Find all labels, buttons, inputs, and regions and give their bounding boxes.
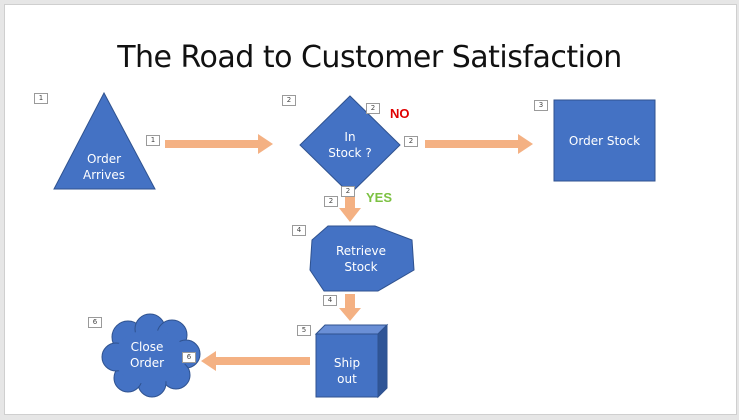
- close-order-line1: Close: [130, 340, 164, 354]
- badge-in-stock-right: 2: [404, 136, 418, 147]
- badge-in-stock-left: 2: [282, 95, 296, 106]
- ship-out-line1: Ship: [333, 356, 361, 370]
- order-arrives-line2: Arrives: [83, 168, 125, 182]
- badge-close-order: 6: [88, 317, 102, 328]
- order-stock-line1: Order Stock: [568, 134, 641, 148]
- badge-ship-out: 5: [297, 325, 311, 336]
- close-order-line2: Order: [129, 356, 165, 370]
- in-stock-line2: Stock ?: [328, 146, 372, 160]
- arrow-instock-to-orderstock: [425, 134, 533, 154]
- retrieve-stock-label: Retrieve Stock: [315, 243, 407, 275]
- close-order-label: Close Order: [112, 339, 182, 371]
- badge-arrow-ship-to-close: 6: [182, 352, 196, 363]
- badge-in-stock-top: 2: [366, 103, 380, 114]
- badge-arrow-order-to-stock: 1: [146, 135, 160, 146]
- badge-arrow-retrieve-to-ship: 4: [323, 295, 337, 306]
- arrow-shipout-to-close: [201, 351, 310, 371]
- slide-title: The Road to Customer Satisfaction: [117, 40, 622, 75]
- retrieve-stock-line2: Stock: [344, 260, 378, 274]
- badge-arrow-stock-to-retrieve: 2: [324, 196, 338, 207]
- arrow-instock-to-retrieve: [339, 196, 361, 222]
- ship-out-cube: [314, 323, 389, 399]
- badge-in-stock-bottom: 2: [341, 186, 355, 197]
- retrieve-stock-octagon: [309, 225, 415, 292]
- order-stock-label: Order Stock: [554, 133, 655, 149]
- in-stock-label: In Stock ?: [315, 129, 385, 161]
- badge-retrieve-stock: 4: [292, 225, 306, 236]
- arrow-retrieve-to-shipout: [339, 294, 361, 321]
- close-order-cloud: [101, 313, 201, 398]
- yes-label: YES: [366, 190, 393, 205]
- order-arrives-label: Order Arrives: [64, 151, 144, 183]
- no-label: NO: [390, 106, 410, 121]
- order-arrives-line1: Order: [86, 152, 122, 166]
- badge-order-stock: 3: [534, 100, 548, 111]
- ship-out-line2: out: [337, 372, 357, 386]
- order-arrives-triangle: [53, 91, 156, 190]
- order-stock-rectangle: [553, 99, 656, 182]
- in-stock-line1: In: [344, 130, 356, 144]
- arrow-order-to-instock: [165, 134, 273, 154]
- retrieve-stock-line1: Retrieve: [335, 244, 387, 258]
- badge-order-arrives: 1: [34, 93, 48, 104]
- ship-out-label: Ship out: [316, 355, 378, 387]
